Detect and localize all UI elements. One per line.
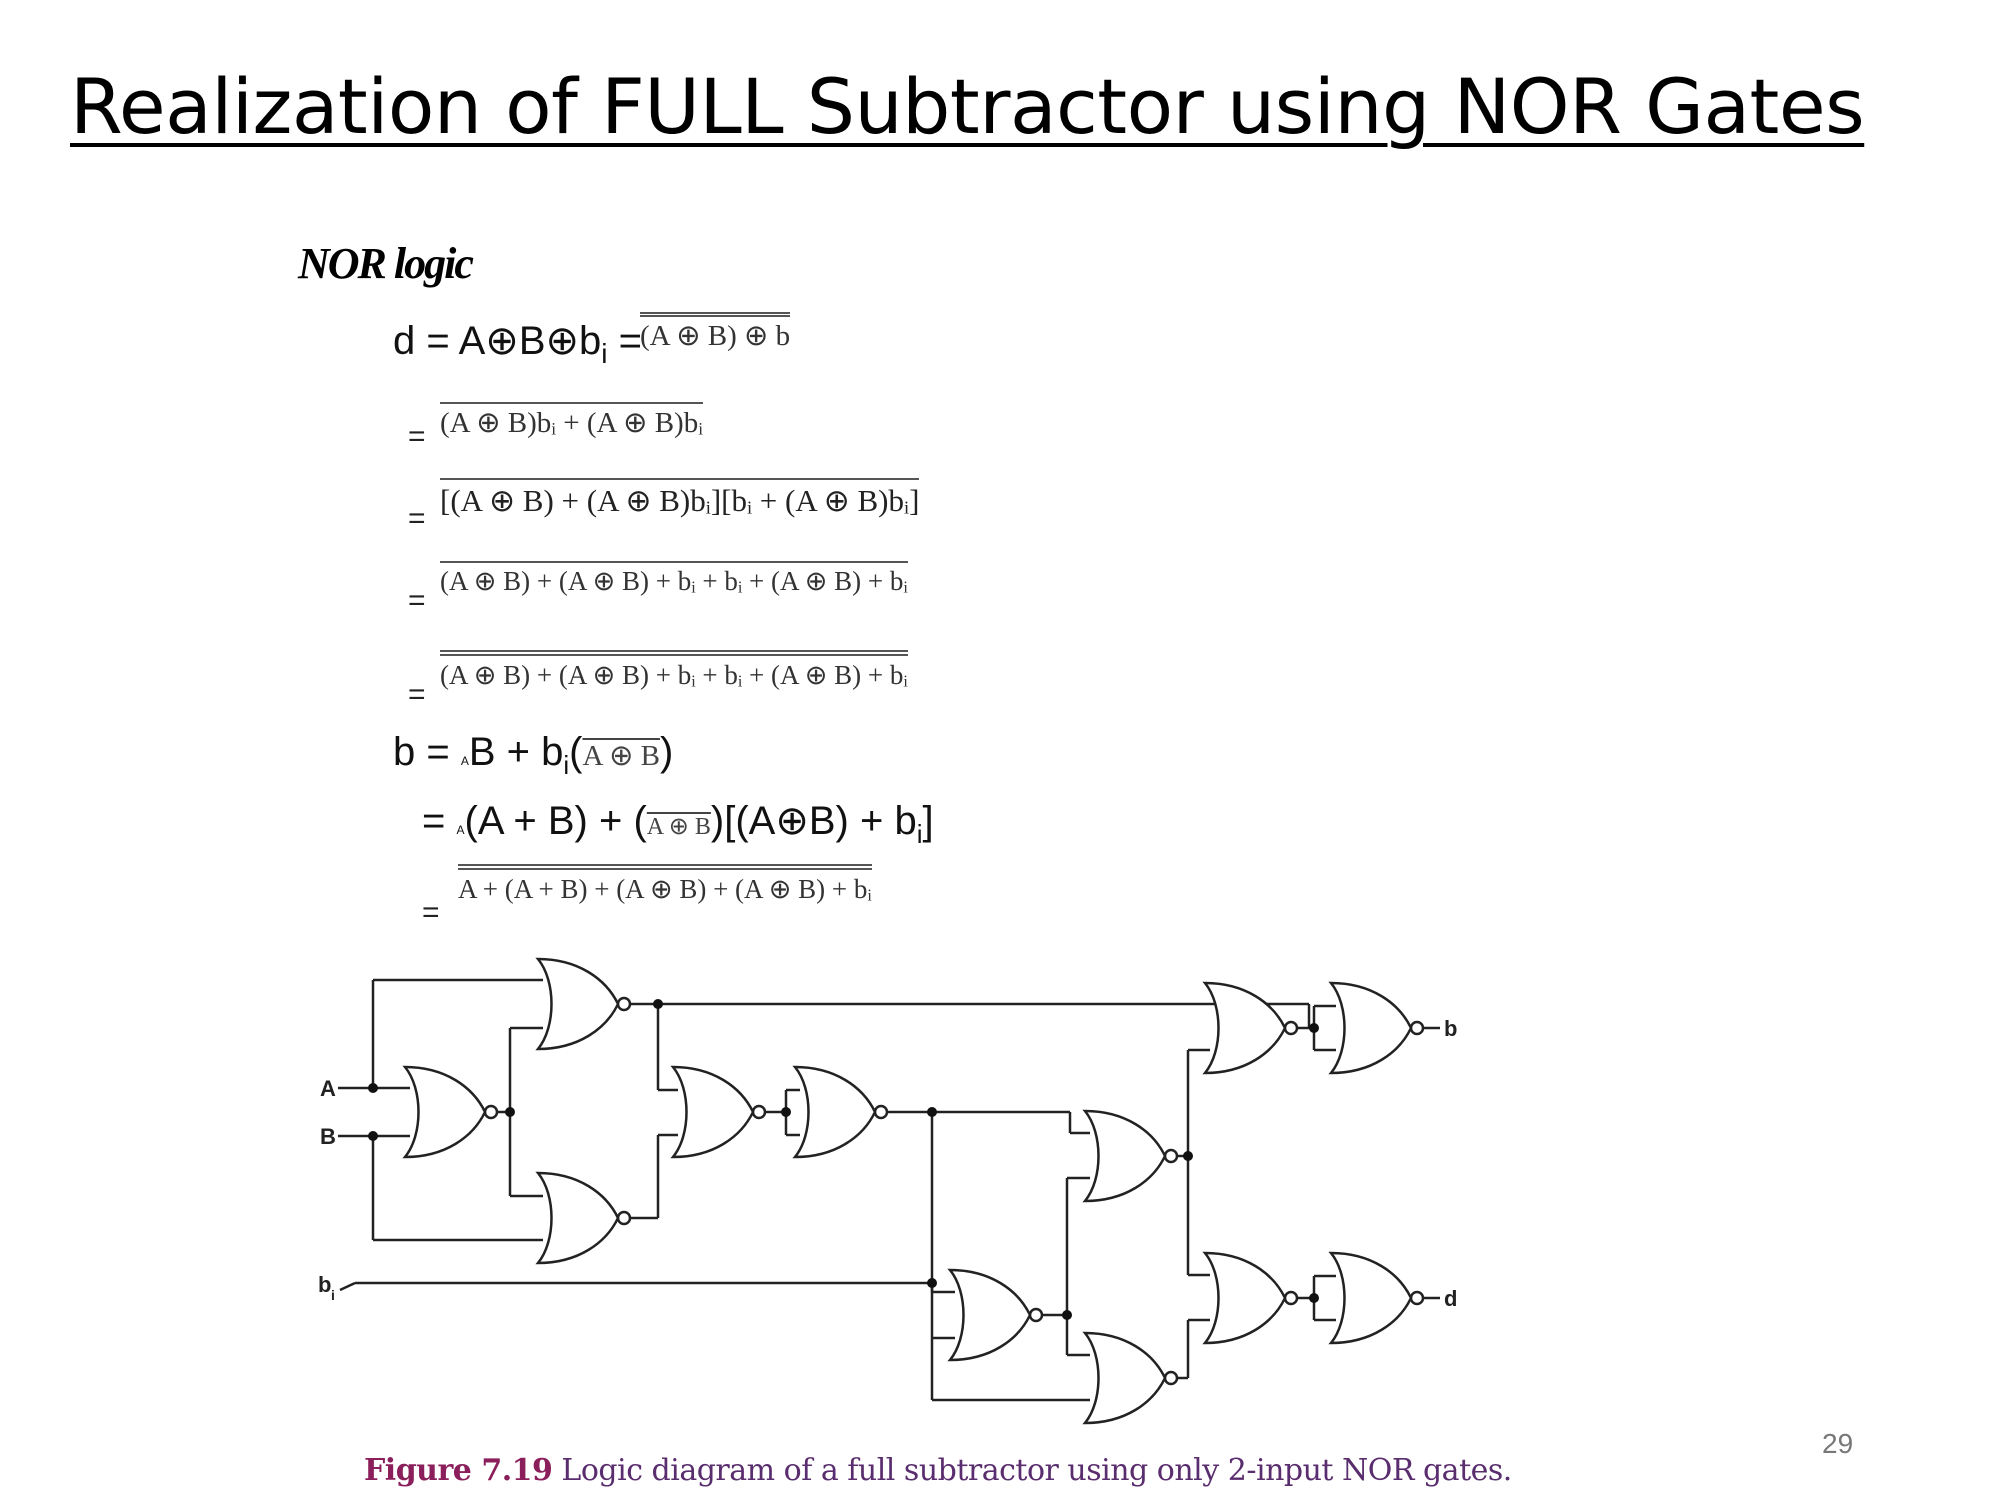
equation-b-line2-c: )[(A⊕B) + b (710, 799, 917, 843)
equation-d-line2-text: (A ⊕ B)bᵢ + (A ⊕ B)bᵢ (440, 402, 703, 439)
equals-sign: = (408, 678, 426, 711)
input-label-bi-sub: i (331, 1287, 335, 1303)
nor-gate (1203, 1251, 1299, 1345)
nor-gate (1329, 1251, 1425, 1345)
equation-d-line4: (A ⊕ B) + (A ⊕ B) + bᵢ + bᵢ + (A ⊕ B) + … (440, 561, 908, 597)
nor-gate (536, 1171, 632, 1265)
nor-gate (536, 957, 632, 1051)
input-label-b: B (320, 1124, 336, 1149)
equation-b-line2: = A(A + B) + (A ⊕ B)[(A⊕B) + bi] (422, 799, 934, 849)
equals-sign: = (422, 896, 440, 929)
nor-gate (1329, 981, 1425, 1075)
nor-gate (793, 1065, 889, 1159)
equation-d-sub: i (601, 338, 608, 369)
nor-gate (948, 1268, 1044, 1362)
equals-sign: = (408, 420, 426, 453)
equation-b-line1: b = AB + bi(A ⊕ B) (393, 730, 674, 780)
equation-b-line3: A + (A + B) + (A ⊕ B) + (A ⊕ B) + bᵢ (458, 864, 872, 905)
equation-d-line5: (A ⊕ B) + (A ⊕ B) + bᵢ + bᵢ + (A ⊕ B) + … (440, 650, 908, 691)
nor-gate-circuit-diagram: A B b i b d (318, 957, 1457, 1425)
equation-d-lhs: d = A⊕B⊕b (393, 319, 602, 363)
figure-caption: Figure 7.19 Logic diagram of a full subt… (364, 1453, 1512, 1488)
equals-sign: = (408, 502, 426, 535)
equation-d-line2: (A ⊕ B)bᵢ + (A ⊕ B)bᵢ (440, 402, 703, 440)
page-number: 29 (1822, 1428, 1854, 1459)
equation-d-line4-text: (A ⊕ B) + (A ⊕ B) + bᵢ + bᵢ + (A ⊕ B) + … (440, 561, 908, 596)
equation-d-line5-text: (A ⊕ B) + (A ⊕ B) + bᵢ + bᵢ + (A ⊕ B) + … (440, 650, 908, 690)
equals-sign: = (408, 584, 426, 617)
equation-b-rhs: A ⊕ B (582, 740, 660, 772)
figure-caption-text: Logic diagram of a full subtractor using… (552, 1453, 1512, 1488)
equation-d-line1-rhs: (A ⊕ B) ⊕ b (640, 312, 791, 353)
nor-logic-heading: NOR logic (298, 239, 474, 288)
nor-gate (1203, 981, 1299, 1075)
equation-b-lhs: b = (393, 730, 461, 774)
equation-b-line2-a: (A + B) + ( (464, 799, 647, 843)
nor-gate (1083, 1109, 1179, 1203)
equation-d-line1: d = A⊕B⊕bi = (393, 319, 642, 369)
nor-gate (403, 1065, 499, 1159)
equation-d-line3-text: [(A ⊕ B) + (A ⊕ B)bᵢ][bᵢ + (A ⊕ B)bᵢ] (440, 478, 920, 518)
nor-gate (671, 1065, 767, 1159)
input-label-a: A (320, 1076, 336, 1101)
slide-title: Realization of FULL Subtractor using NOR… (70, 62, 1865, 151)
equation-b-mid: B + b (468, 730, 564, 774)
equation-b-line2-b: A ⊕ B (646, 814, 711, 840)
nor-gate (1083, 1331, 1179, 1425)
equation-b-line3-text: A + (A + B) + (A ⊕ B) + (A ⊕ B) + bᵢ (458, 864, 872, 904)
equation-d-rhs-text: (A ⊕ B) ⊕ b (640, 312, 791, 352)
output-label-b: b (1444, 1016, 1457, 1041)
figure-caption-label: Figure 7.19 (364, 1453, 553, 1488)
output-label-d: d (1444, 1286, 1457, 1311)
equation-d-line3: [(A ⊕ B) + (A ⊕ B)bᵢ][bᵢ + (A ⊕ B)bᵢ] (440, 478, 920, 519)
input-label-bi: b (318, 1272, 331, 1297)
